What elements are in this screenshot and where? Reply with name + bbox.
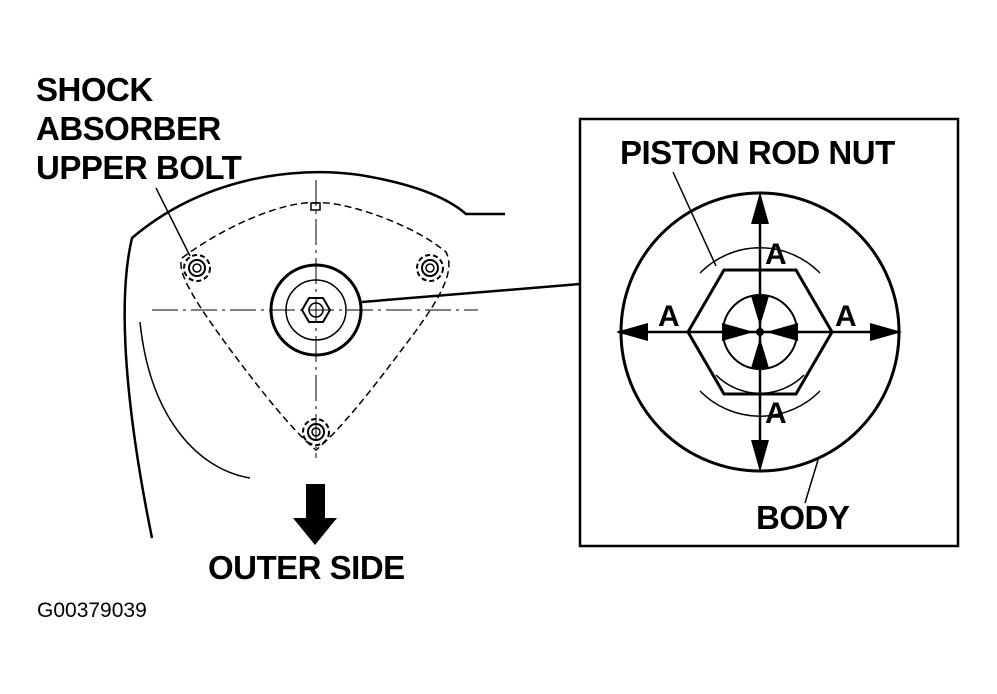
nut-leader-line bbox=[672, 171, 717, 267]
dimension-label-bottom: A bbox=[765, 397, 787, 430]
body-outer-contour bbox=[123, 170, 505, 539]
central-rod-nut bbox=[269, 263, 363, 357]
dimension-label-right: A bbox=[835, 300, 857, 333]
upper-bolt-bottom bbox=[302, 418, 330, 446]
strut-tower-view bbox=[123, 170, 505, 539]
mount-plate-outline bbox=[180, 201, 450, 451]
body-leader-line bbox=[804, 459, 819, 504]
detail-leader-line bbox=[361, 282, 581, 304]
dimension-label-top: A bbox=[765, 238, 787, 271]
dimension-arrowheads bbox=[616, 192, 902, 472]
shock-absorber-label-line3: UPPER BOLT bbox=[36, 149, 242, 186]
shock-absorber-label-line1: SHOCK bbox=[36, 71, 153, 108]
shock-absorber-label-line2: ABSORBER bbox=[36, 110, 221, 147]
figure-code: G00379039 bbox=[37, 599, 147, 622]
outer-side-arrow bbox=[293, 484, 337, 545]
body-label: BODY bbox=[756, 499, 850, 536]
dimension-label-left: A bbox=[658, 300, 680, 333]
piston-rod-nut-label: PISTON ROD NUT bbox=[620, 134, 895, 171]
upper-bolt-left bbox=[183, 254, 211, 282]
inner-curve bbox=[139, 321, 251, 479]
outer-side-label: OUTER SIDE bbox=[208, 549, 405, 586]
bolt-leader-line bbox=[155, 187, 191, 257]
upper-bolt-right bbox=[416, 254, 444, 282]
detail-box bbox=[578, 117, 960, 548]
